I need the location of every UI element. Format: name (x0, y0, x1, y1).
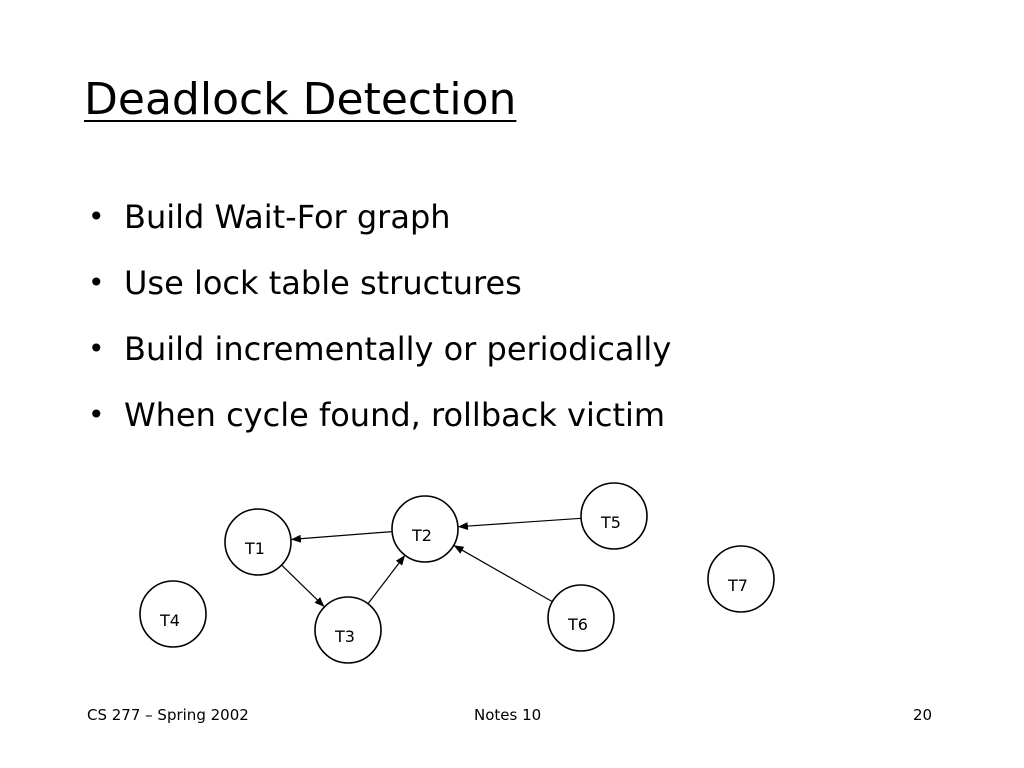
node-label: T5 (600, 513, 621, 532)
node-label-index: 7 (738, 576, 748, 595)
node-t2: T2 (391, 495, 459, 563)
bullet-item: • Build Wait-For graph (88, 184, 671, 250)
node-label: T2 (411, 526, 432, 545)
edge-t3-to-t2 (367, 555, 406, 605)
bullet-item: • When cycle found, rollback victim (88, 382, 671, 448)
node-t3: T3 (314, 596, 382, 664)
footer-course: CS 277 – Spring 2002 (87, 706, 249, 724)
node-label: T6 (567, 615, 588, 634)
edge-t5-to-t2 (457, 517, 582, 531)
node-label-index: 5 (611, 513, 621, 532)
node-circle (224, 508, 292, 576)
edge-t6-to-t2 (453, 545, 553, 603)
bullet-list: • Build Wait-For graph • Use lock table st… (88, 184, 671, 448)
node-label-index: 2 (422, 526, 432, 545)
bullet-text: Use lock table structures (124, 264, 522, 302)
node-label-letter: T (159, 611, 170, 630)
bullet-text: Build Wait-For graph (124, 198, 451, 236)
node-circle (547, 584, 615, 652)
node-t4: T4 (139, 580, 207, 648)
bullet-text: Build incrementally or periodically (124, 330, 672, 368)
footer-notes: Notes 10 (474, 706, 542, 724)
node-label-letter: T (600, 513, 611, 532)
node-circle (139, 580, 207, 648)
node-t6: T6 (547, 584, 615, 652)
footer-page-number: 20 (913, 706, 933, 724)
node-label-index: 4 (170, 611, 180, 630)
bullet-dot-icon: • (88, 200, 105, 233)
node-label-letter: T (411, 526, 422, 545)
node-label-letter: T (334, 627, 345, 646)
node-t1: T1 (224, 508, 292, 576)
bullet-dot-icon: • (88, 266, 105, 299)
node-circle (391, 495, 459, 563)
node-circle (314, 596, 382, 664)
node-circle (707, 545, 775, 613)
node-label: T1 (244, 539, 265, 558)
edge-layer (281, 517, 582, 607)
bullet-text: When cycle found, rollback victim (124, 396, 666, 434)
node-label-index: 1 (255, 539, 265, 558)
node-label-index: 3 (345, 627, 355, 646)
edge-t2-to-t1 (290, 531, 393, 543)
bullet-dot-icon: • (88, 398, 105, 431)
node-label-letter: T (567, 615, 578, 634)
node-label: T3 (334, 627, 355, 646)
bullet-item: • Use lock table structures (88, 250, 671, 316)
edge-t1-to-t3 (281, 564, 325, 607)
node-circle (580, 482, 648, 550)
node-label-letter: T (244, 539, 255, 558)
node-t5: T5 (580, 482, 648, 550)
slide-title: Deadlock Detection (84, 74, 517, 125)
node-t7: T7 (707, 545, 775, 613)
node-label: T4 (159, 611, 180, 630)
node-label: T7 (727, 576, 748, 595)
node-label-letter: T (727, 576, 738, 595)
bullet-item: • Build incrementally or periodically (88, 316, 671, 382)
node-label-index: 6 (578, 615, 588, 634)
bullet-dot-icon: • (88, 332, 105, 365)
